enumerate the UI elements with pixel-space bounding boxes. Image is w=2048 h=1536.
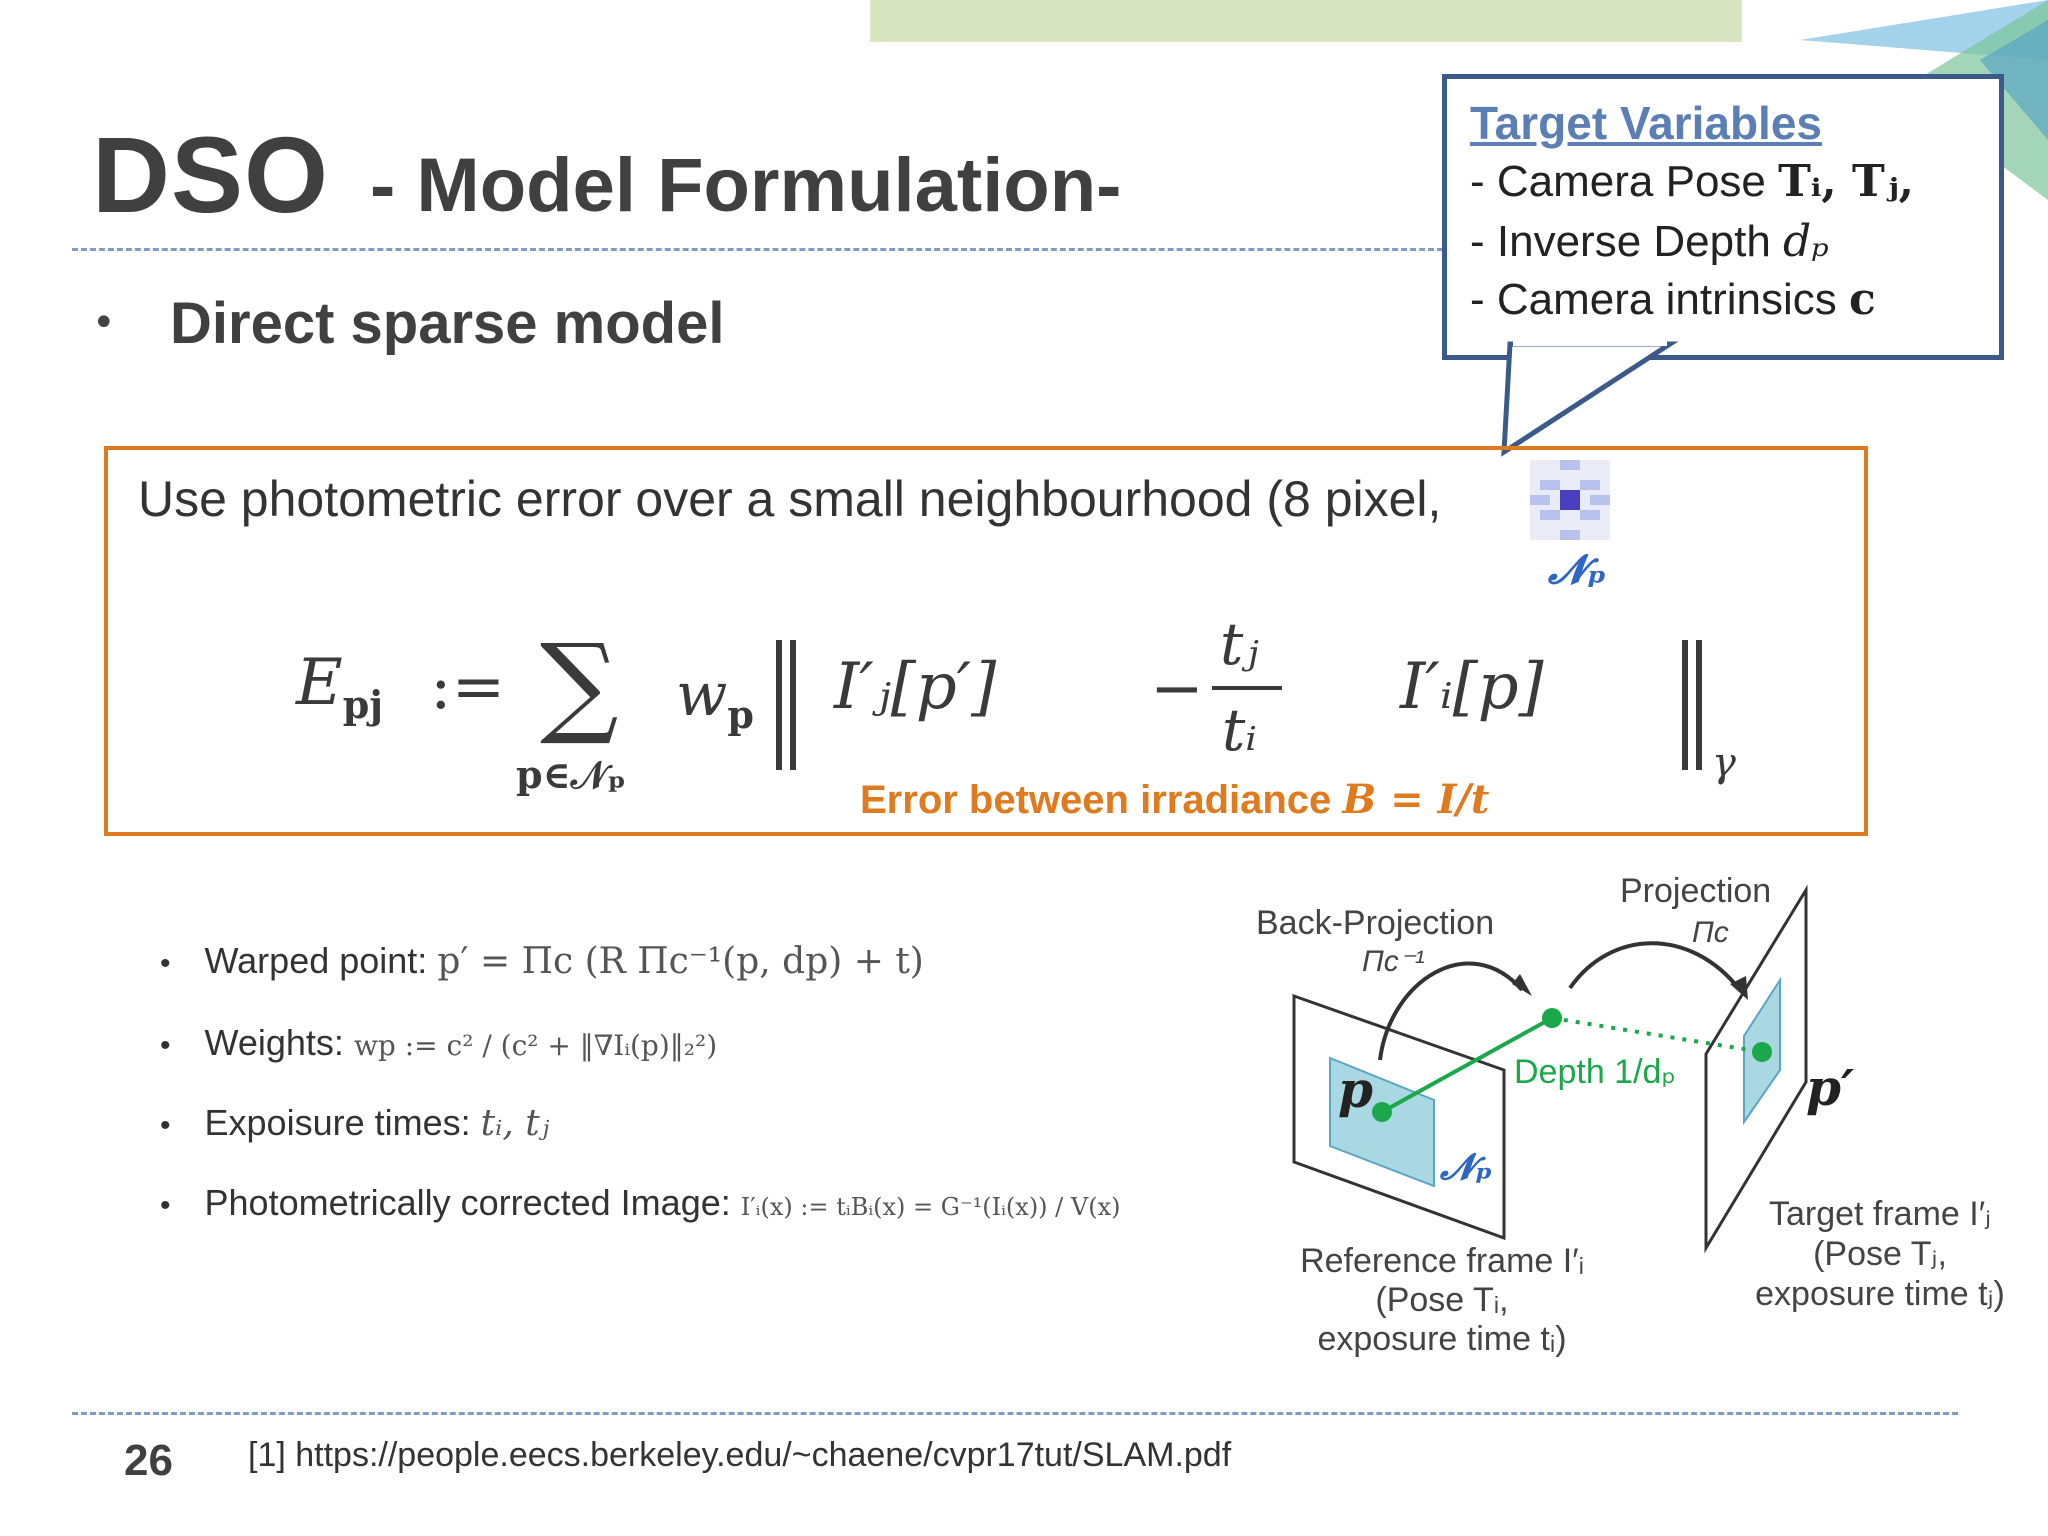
callout-line-depth: - Inverse Depth dₚ [1470,216,1829,267]
bullet-icon: • [160,1109,171,1142]
back-projection-label: Back-Projection [1256,904,1495,942]
eq-frac-line [1212,686,1282,690]
bullet-corrected-image: •Photometrically corrected Image: I′ᵢ(x)… [160,1182,1121,1223]
diagram-np-label: 𝓝ₚ [1440,1146,1493,1188]
eq-weight: wp [676,660,754,737]
page-subtitle: - Model Formulation- [370,143,1122,228]
arrow-head-icon [1730,976,1748,1000]
bullet-icon: • [92,300,116,346]
eq-sum-subscript: p∈𝒩ₚ [516,752,627,797]
main-bullet: Direct sparse model [170,291,725,356]
bullet-weights: •Weights: wp := c² / (c² + ‖∇Iᵢ(p)‖₂²) [160,1022,718,1063]
eq-frac-denominator: tᵢ [1222,696,1257,764]
eq-minus: − [1150,652,1204,726]
irradiance-annotation: Error between irradiance B = I/t [860,776,1490,823]
norm-bar-right-2 [1696,640,1702,770]
eq-term-target: I′ⱼ[p′] [834,650,997,724]
back-projection-math: Πc⁻¹ [1362,945,1425,978]
target-variables-callout [1442,74,2004,360]
callout-pointer [1501,340,1679,457]
p-prime-label: p′ [1806,1058,1855,1117]
bullet-icon: • [160,1029,171,1062]
norm-bar-left-2 [790,640,796,770]
eq-lhs: Epj [296,646,384,727]
back-projection-arrow [1378,961,1524,1061]
neighbourhood-pattern-icon [1530,460,1610,540]
footer-divider [72,1412,1958,1415]
eq-assign: := [430,650,506,724]
point-3d [1542,1008,1562,1028]
page-number: 26 [124,1436,173,1485]
callout-line-intrinsics: - Camera intrinsics c [1470,274,1876,325]
back-projection-ray [1381,1016,1553,1114]
norm-bar-right-1 [1682,640,1688,770]
eq-norm-subscript: γ [1712,740,1736,786]
bullet-icon: • [160,947,171,980]
neighbourhood-label: 𝓝ₚ [1548,546,1607,593]
title-divider [72,248,1452,251]
bullet-exposure-times: •Expoisure times: tᵢ, tⱼ [160,1102,550,1144]
arrow-head-icon [1512,974,1532,996]
callout-line-pose: - Camera Pose Tᵢ, Tⱼ, [1470,156,1914,207]
eq-sum-symbol: ∑ [540,620,619,748]
projection-diagram [1292,884,1808,1254]
photometric-error-box [104,446,1868,836]
point-p-prime [1752,1042,1772,1062]
top-decor-bar [870,0,1742,42]
eq-frac-numerator: tⱼ [1220,610,1259,678]
depth-label: Depth 1/dₚ [1514,1053,1676,1091]
callout-title: Target Variables [1470,97,1822,149]
reference-frame-label: Reference frame I′ᵢ (Pose Tᵢ, exposure t… [1300,1242,1584,1358]
norm-bar-left-1 [776,640,782,770]
reference-link[interactable]: [1] https://people.eecs.berkeley.edu/~ch… [248,1436,1232,1474]
bullet-icon: • [160,1189,171,1222]
page-title: DSO [92,114,330,235]
p-label: p [1338,1060,1373,1119]
eq-term-reference: I′ᵢ[p] [1400,650,1544,724]
bullet-warped-point: •Warped point: p′ = Πc (R Πc⁻¹(p, dp) + … [160,940,924,982]
projection-label: Projection [1620,872,1772,910]
box-description: Use photometric error over a small neigh… [138,471,1586,527]
projection-arrow [1568,941,1742,992]
target-frame-label: Target frame I′ⱼ (Pose Tⱼ, exposure time… [1755,1195,2005,1313]
projection-math: Πc [1692,916,1729,949]
point-p [1372,1102,1392,1122]
